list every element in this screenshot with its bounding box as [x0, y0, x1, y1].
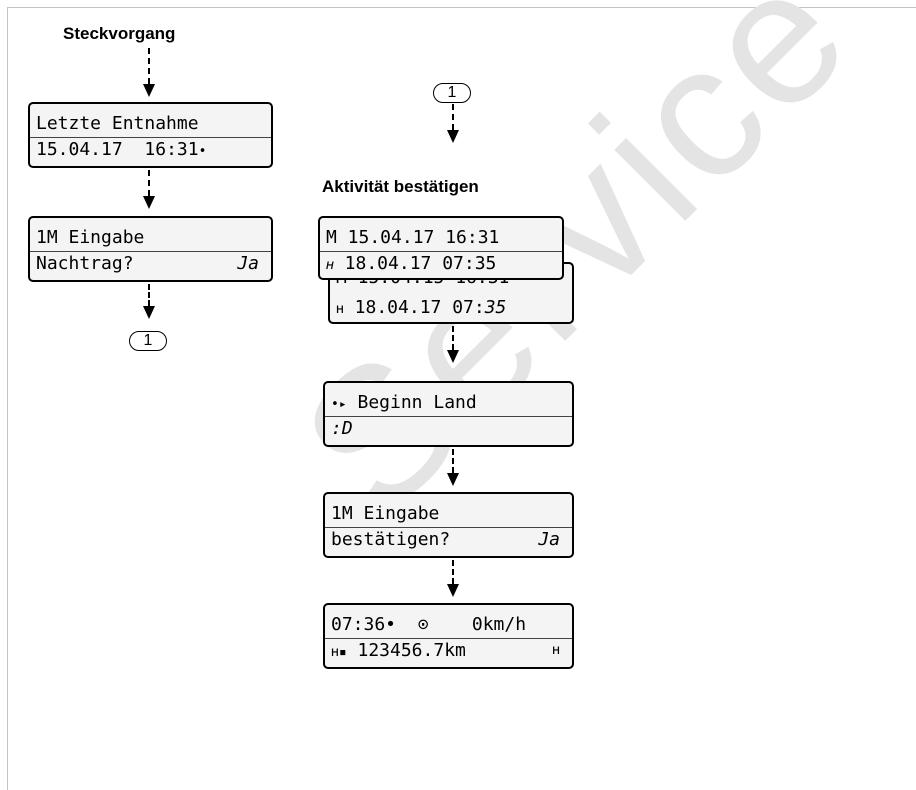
- arrow-head: [143, 84, 155, 97]
- lcd-line-2: ʜ 18.04.17 07:35: [326, 252, 556, 276]
- minutes-italic: 35: [484, 297, 507, 318]
- heading-aktivitaet-bestaetigen: Aktivität bestätigen: [322, 177, 479, 196]
- datetime-text: 18.04.17 07:: [354, 297, 485, 318]
- arrow-head: [447, 350, 459, 363]
- lcd-line-2: ʜ 18.04.17 07:35: [336, 296, 566, 320]
- arrow-head: [447, 130, 459, 143]
- arrow-stem: [148, 170, 150, 196]
- lcd-line-2: 15.04.17 16:31•: [36, 138, 265, 162]
- arrow-stem: [148, 48, 150, 84]
- datetime-text: 18.04.17 07:35: [344, 253, 497, 274]
- beginn-land-text: Beginn Land: [357, 392, 477, 413]
- lcd-standard-display: 07:36• ⊙ 0km/h ʜ▪ 123456.7km ʜ: [323, 603, 574, 669]
- lcd-line-2: Nachtrag? Ja: [36, 252, 265, 276]
- lcd-activity-current: M 15.04.17 16:31 ʜ 18.04.17 07:35: [318, 216, 564, 280]
- lcd-line-1: Letzte Entnahme: [36, 113, 199, 134]
- lcd-eingabe-bestaetigen: 1M Eingabe bestätigen? Ja: [323, 492, 574, 558]
- lcd-separator: [325, 416, 572, 417]
- lcd-eingabe-nachtrag: 1M Eingabe Nachtrag? Ja: [28, 216, 273, 282]
- odometer-text: 123456.7km: [357, 640, 466, 661]
- reference-marker-1: 1: [129, 331, 167, 351]
- marker-icon: •: [198, 144, 207, 159]
- rest-icon: ʜ: [326, 258, 334, 273]
- lcd-letzte-entnahme: Letzte Entnahme 15.04.17 16:31•: [28, 102, 273, 168]
- page-frame: [7, 7, 916, 790]
- rest-icon: ʜ: [336, 302, 344, 317]
- lcd-beginn-land: •▸ Beginn Land :D: [323, 381, 574, 447]
- lcd-separator: [30, 137, 271, 138]
- question-text: Nachtrag?: [36, 253, 134, 274]
- question-text: bestätigen?: [331, 529, 451, 550]
- arrow-head: [143, 196, 155, 209]
- arrow-stem: [148, 284, 150, 306]
- country-begin-icon: •▸: [331, 397, 347, 412]
- reference-marker-1: 1: [433, 83, 471, 103]
- lcd-line-2: ʜ▪ 123456.7km ʜ: [331, 639, 566, 663]
- rest-card-icon: ʜ▪: [331, 645, 347, 660]
- country-code: :D: [331, 418, 353, 439]
- lcd-separator: [320, 251, 562, 252]
- lcd-line-1: 1M Eingabe: [36, 227, 145, 248]
- answer-ja: Ja: [538, 529, 560, 550]
- lcd-line-1: M 15.04.17 16:31: [326, 227, 500, 248]
- lcd-line-1: •▸ Beginn Land: [331, 391, 566, 415]
- rest-icon: ʜ: [552, 643, 560, 658]
- lcd-separator: [325, 527, 572, 528]
- arrow-stem: [452, 104, 454, 130]
- arrow-stem: [452, 449, 454, 473]
- heading-steckvorgang: Steckvorgang: [63, 24, 176, 43]
- lcd-line-1: 1M Eingabe: [331, 503, 440, 524]
- time-text: 16:31: [144, 139, 199, 160]
- lcd-separator: [30, 251, 271, 252]
- lcd-line-2: bestätigen? Ja: [331, 528, 566, 552]
- answer-ja: Ja: [237, 253, 259, 274]
- lcd-line-1: 07:36• ⊙ 0km/h: [331, 614, 527, 635]
- lcd-separator: [325, 638, 572, 639]
- arrow-head: [143, 306, 155, 319]
- arrow-stem: [452, 560, 454, 584]
- date-text: 15.04.17: [36, 139, 123, 160]
- arrow-head: [447, 584, 459, 597]
- arrow-stem: [452, 326, 454, 350]
- arrow-head: [447, 473, 459, 486]
